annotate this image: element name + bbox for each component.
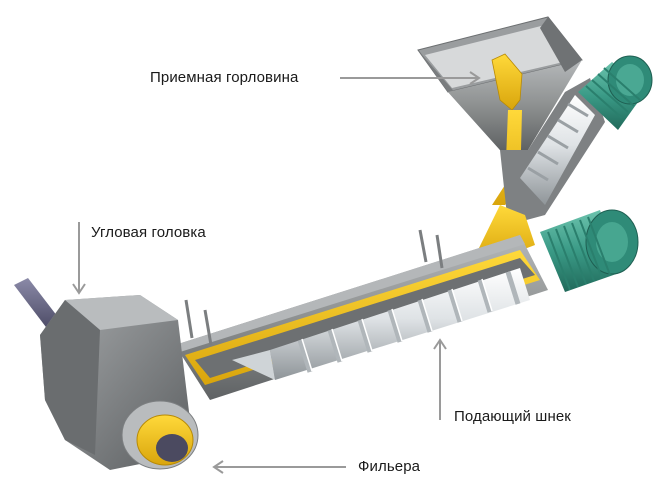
arrow-angle-head — [72, 222, 86, 295]
leader-lines — [72, 71, 481, 474]
die — [121, 400, 199, 470]
main-motor — [540, 209, 639, 292]
side-feeder — [478, 78, 605, 262]
label-feed-hopper: Приемная горловина — [150, 69, 299, 86]
arrow-feed-hopper — [340, 71, 481, 85]
feed-screw — [232, 268, 530, 380]
arrow-feed-screw — [433, 338, 447, 420]
thermocouple-probes — [184, 229, 444, 346]
upper-motor — [578, 55, 653, 130]
label-die: Фильера — [358, 458, 421, 475]
label-feed-screw: Подающий шнек — [454, 408, 571, 425]
main-barrel — [175, 235, 548, 400]
label-angle-head: Угловая головка — [91, 224, 206, 241]
arrow-die — [212, 460, 346, 474]
